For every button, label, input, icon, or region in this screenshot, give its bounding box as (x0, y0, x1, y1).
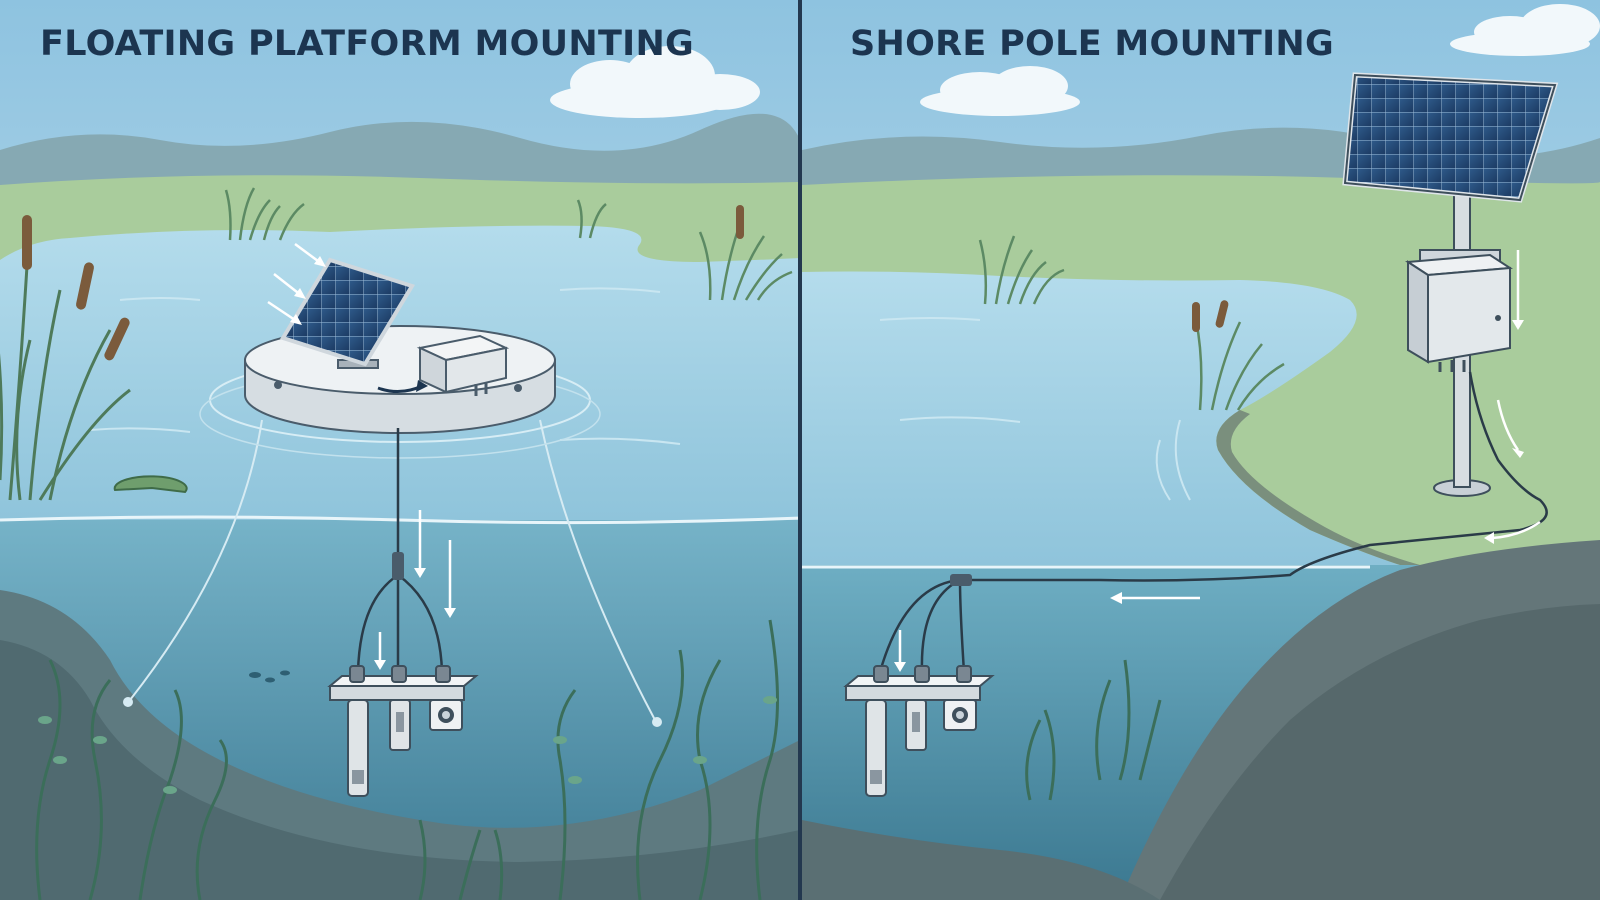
flow-arrow-icon (898, 250, 1541, 664)
cloud-icon (920, 4, 1600, 116)
solar-panel-icon (279, 257, 416, 369)
sensor-probe-icon (327, 665, 479, 797)
floating-platform-title: FLOATING PLATFORM MOUNTING (40, 24, 695, 64)
sensor-cable (356, 428, 444, 673)
camera-sensor-icon (943, 699, 977, 731)
water-line (0, 515, 798, 525)
cattail-icon (978, 235, 1285, 411)
fish-icon (249, 670, 290, 683)
mooring-lines (129, 419, 656, 721)
floating-platform-panel (0, 0, 798, 900)
flow-arrow-icon (378, 510, 452, 662)
camera-sensor-icon (429, 699, 463, 731)
enclosure-box-icon (416, 334, 510, 396)
lily-pad-icon (113, 475, 188, 494)
surface-ripples (89, 287, 681, 445)
shore-pole-title: SHORE POLE MOUNTING (850, 24, 1335, 64)
cattail-icon (0, 249, 131, 501)
seaweed-icon (1025, 659, 1162, 801)
solar-panel-icon (1342, 72, 1559, 203)
shore-pole-panel (802, 0, 1600, 900)
panel-divider (798, 0, 802, 900)
sensor-probe-icon (843, 665, 995, 797)
cloud-icon (550, 46, 760, 118)
surface-ripples (879, 317, 1191, 501)
enclosure-box-icon (1405, 249, 1513, 372)
pond-surface (802, 271, 1400, 565)
